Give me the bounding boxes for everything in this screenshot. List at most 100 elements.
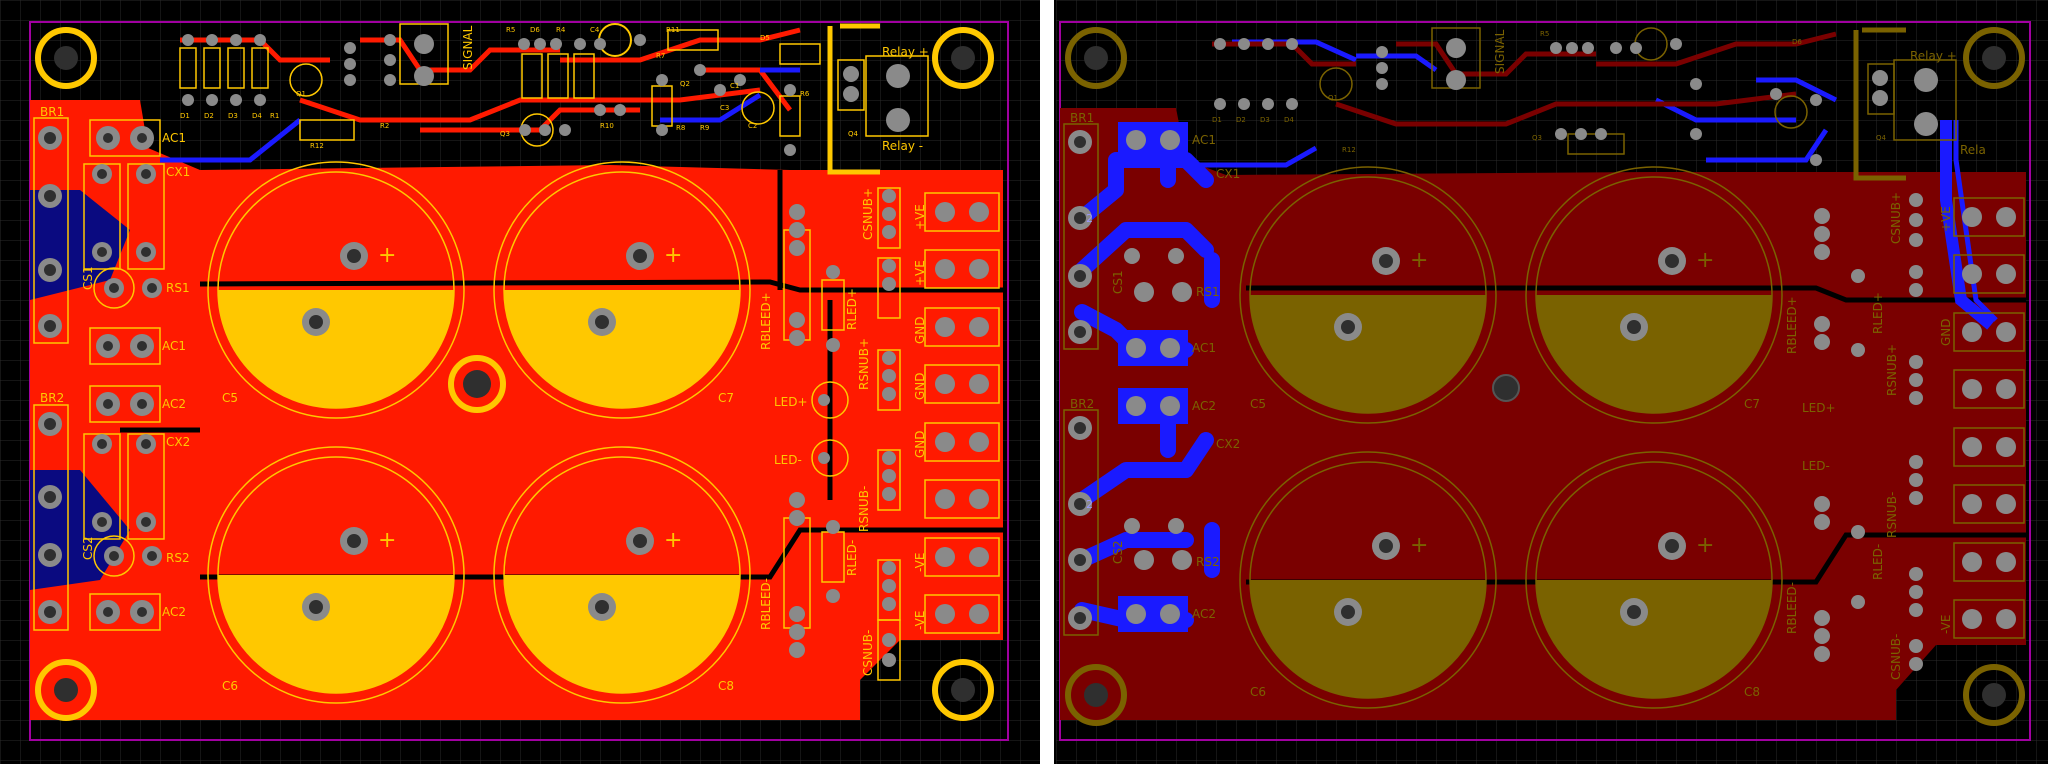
label-rbleed-plus: RBLEED+ xyxy=(1785,296,1799,354)
label-cx2: CX2 xyxy=(166,435,190,449)
label-rled-minus: RLED- xyxy=(1871,544,1885,580)
label-c7: C7 xyxy=(718,391,734,405)
bridge-br2[interactable] xyxy=(33,404,69,631)
label-q4: Q4 xyxy=(848,130,859,138)
label-br2: BR2 xyxy=(1070,397,1094,411)
label-d3: D3 xyxy=(228,112,238,120)
label-rsnub-plus: RSNUB+ xyxy=(1885,344,1899,396)
small-component-labels: D1 D2 D3 D4 Q1 R12 R5 D6 Q3 Q4 xyxy=(1212,30,1887,154)
label-led-plus: LED+ xyxy=(774,395,808,409)
small-component-labels: D1 D2 D3 D4 R1 Q1 R2 R12 R5 D6 R4 C4 R11… xyxy=(180,26,859,150)
label-minus-ve-2: -VE xyxy=(913,611,927,630)
label-br2: BR2 xyxy=(40,391,64,405)
label-rbleed-minus: RBLEED- xyxy=(759,578,773,630)
label-rs1: RS1 xyxy=(166,281,190,295)
label-q2: Q2 xyxy=(680,80,690,88)
label-plus-ve-1: +VE xyxy=(913,204,927,230)
label-rbleed-minus: RBLEED- xyxy=(1785,582,1799,634)
label-rs2: RS2 xyxy=(166,551,190,565)
capacitor-c8[interactable]: + xyxy=(493,446,751,704)
label-q1: Q1 xyxy=(1328,94,1338,102)
label-csnub-minus: CSNUB- xyxy=(861,630,875,676)
label-d3: D3 xyxy=(1260,116,1270,124)
label-csnub-plus: CSNUB+ xyxy=(1889,192,1903,244)
label-d6: D6 xyxy=(530,26,540,34)
label-d6: D6 xyxy=(1792,38,1802,46)
label-rled-plus: RLED+ xyxy=(845,288,859,330)
bridge-br1[interactable] xyxy=(33,117,69,344)
label-plus-ve-1: +VE xyxy=(1939,206,1953,232)
bottom-pin-labels: 2 2 xyxy=(1086,212,1093,511)
label-minus-ve-1: -VE xyxy=(1939,615,1953,634)
label-br1: BR1 xyxy=(1070,111,1094,125)
label-d5: D5 xyxy=(760,34,770,42)
label-relay-minus: Relay - xyxy=(882,139,923,153)
plus-mark: + xyxy=(378,243,396,268)
label-r12: R12 xyxy=(1342,146,1356,154)
label-r2: R2 xyxy=(380,122,389,130)
label-c6: C6 xyxy=(1250,685,1266,699)
label-relay-plus: Relay + xyxy=(1910,49,1957,63)
label-ac2-bot: AC2 xyxy=(1192,607,1216,621)
label-q3: Q3 xyxy=(500,130,510,138)
label-c2: C2 xyxy=(748,122,757,130)
label-cs2: CS2 xyxy=(81,536,95,560)
label-ac1-mid: AC1 xyxy=(1192,341,1216,355)
capacitor-c7[interactable]: + xyxy=(1525,166,1783,424)
plus-mark: + xyxy=(1410,533,1428,558)
plus-mark: + xyxy=(664,528,682,553)
label-r1: R1 xyxy=(270,112,279,120)
label-d4: D4 xyxy=(252,112,262,120)
label-c1: C1 xyxy=(730,82,739,90)
label-r5: R5 xyxy=(506,26,515,34)
label-gnd-3: GND xyxy=(913,430,927,458)
label-cs2: CS2 xyxy=(1111,540,1125,564)
label-d1: D1 xyxy=(1212,116,1222,124)
label-cs1: CS1 xyxy=(81,266,95,290)
label-pin-2: 2 xyxy=(1086,212,1093,225)
label-c4: C4 xyxy=(590,26,600,34)
terminal-blocks-output[interactable] xyxy=(877,187,1000,681)
label-r11: R11 xyxy=(666,26,680,34)
capacitor-c5[interactable]: + xyxy=(1239,166,1497,424)
label-rs2: RS2 xyxy=(1196,555,1220,569)
label-ac2-mid: AC2 xyxy=(1192,399,1216,413)
mounting-holes-corners xyxy=(1065,27,2025,726)
top-layer-view[interactable]: + + + + xyxy=(0,0,1040,764)
control-circuit-area[interactable] xyxy=(160,18,929,175)
label-rsnub-plus: RSNUB+ xyxy=(857,338,871,390)
label-rs1: RS1 xyxy=(1196,285,1220,299)
label-r8: R8 xyxy=(676,124,685,132)
capacitor-c6[interactable]: + xyxy=(207,446,465,704)
label-pin-2: 2 xyxy=(1086,498,1093,511)
bottom-layer-view[interactable]: + + + + xyxy=(1056,0,2048,764)
label-r5: R5 xyxy=(1540,30,1549,38)
label-led-minus: LED- xyxy=(1802,459,1830,473)
pour-gaps xyxy=(120,170,1003,580)
capacitor-c6[interactable]: + xyxy=(1239,451,1497,709)
label-relay-minus: Rela xyxy=(1960,143,1986,157)
label-ac1-mid: AC1 xyxy=(162,339,186,353)
label-r10: R10 xyxy=(600,122,614,130)
label-rsnub-minus: RSNUB- xyxy=(1885,492,1899,538)
label-d1: D1 xyxy=(180,112,190,120)
label-gnd-1: GND xyxy=(1939,318,1953,346)
label-cx2: CX2 xyxy=(1216,437,1240,451)
terminal-blocks-output[interactable] xyxy=(1953,197,2025,639)
label-c8: C8 xyxy=(718,679,734,693)
view-divider xyxy=(1040,0,1054,764)
label-ac2-bot: AC2 xyxy=(162,605,186,619)
label-rsnub-minus: RSNUB- xyxy=(857,486,871,532)
control-circuit-area[interactable] xyxy=(1212,27,1957,181)
capacitor-c8[interactable]: + xyxy=(1525,451,1783,709)
plus-mark: + xyxy=(1696,533,1714,558)
label-q3: Q3 xyxy=(1532,134,1542,142)
label-csnub-plus: CSNUB+ xyxy=(861,188,875,240)
capacitor-c5[interactable]: + xyxy=(207,161,465,419)
bridge-pads[interactable] xyxy=(1063,123,1192,636)
label-cx1: CX1 xyxy=(166,165,190,179)
capacitor-c7[interactable]: + xyxy=(493,161,751,419)
copper-pour-top xyxy=(30,100,1003,720)
silkscreen-labels: BR1 BR2 AC1 AC1 AC2 AC2 CX1 CX2 RS1 RS2 … xyxy=(1070,29,1986,699)
